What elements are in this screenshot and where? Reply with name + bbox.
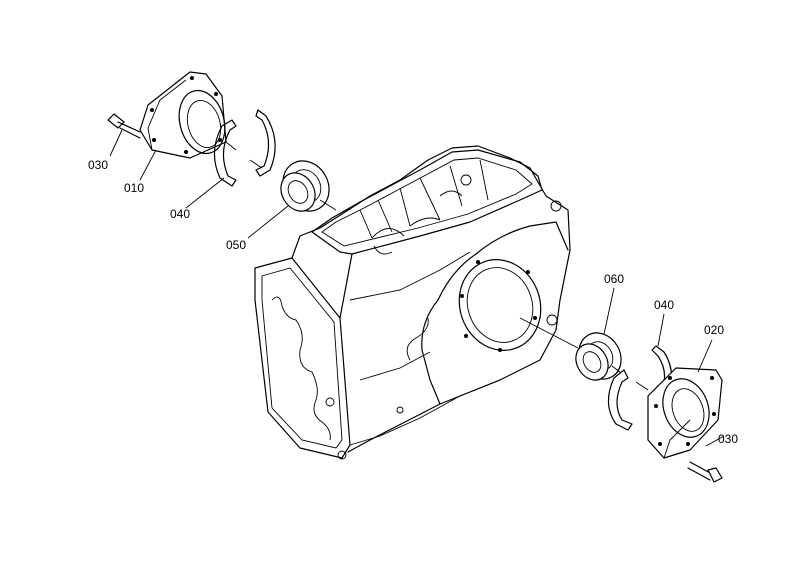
part-label-030-right: 030 <box>718 432 738 446</box>
bolt-030-left <box>107 113 141 139</box>
assembly-axis-lines <box>225 141 649 391</box>
part-label-040-left: 040 <box>170 207 190 221</box>
part-label-040-right: 040 <box>654 298 674 312</box>
bolt-030-right <box>687 461 723 483</box>
bearing-cover-010 <box>139 71 227 159</box>
shim-040-left <box>213 109 276 187</box>
transmission-housing <box>254 145 571 460</box>
part-label-020: 020 <box>704 323 724 337</box>
leader-lines <box>109 129 725 447</box>
bearing-060 <box>575 332 622 381</box>
part-label-050: 050 <box>226 238 246 252</box>
part-label-030-left: 030 <box>88 158 108 172</box>
bearing-050 <box>280 160 330 212</box>
part-label-060: 060 <box>604 272 624 286</box>
part-label-010: 010 <box>124 181 144 195</box>
bearing-cover-020 <box>647 367 723 459</box>
